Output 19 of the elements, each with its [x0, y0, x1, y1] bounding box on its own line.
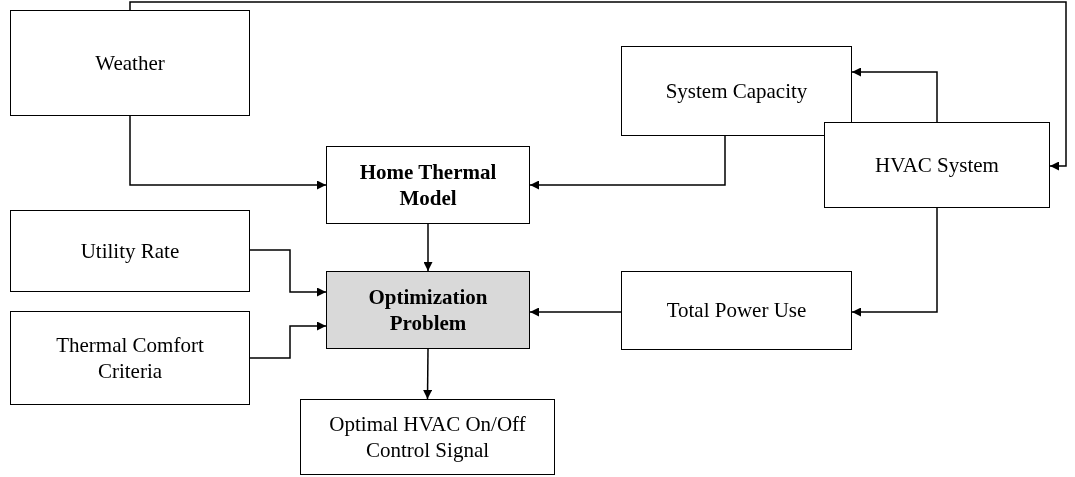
process-box: Weather — [10, 10, 250, 116]
process-box: Total Power Use — [621, 271, 852, 350]
arrow — [851, 67, 938, 123]
process-box: Optimal HVAC On/Off Control Signal — [300, 399, 555, 475]
process-box: Utility Rate — [10, 210, 250, 292]
arrow — [423, 348, 433, 400]
process-box: Optimization Problem — [326, 271, 530, 349]
process-box: Thermal Comfort Criteria — [10, 311, 250, 405]
arrow — [529, 135, 726, 190]
arrow — [851, 207, 938, 317]
arrow — [129, 115, 327, 190]
process-box: Home Thermal Model — [326, 146, 530, 224]
arrow — [249, 249, 327, 297]
process-box: HVAC System — [824, 122, 1050, 208]
process-box: System Capacity — [621, 46, 852, 136]
arrow — [529, 307, 622, 317]
arrow — [423, 223, 433, 272]
arrow — [249, 321, 327, 359]
arrow — [129, 1, 1067, 171]
